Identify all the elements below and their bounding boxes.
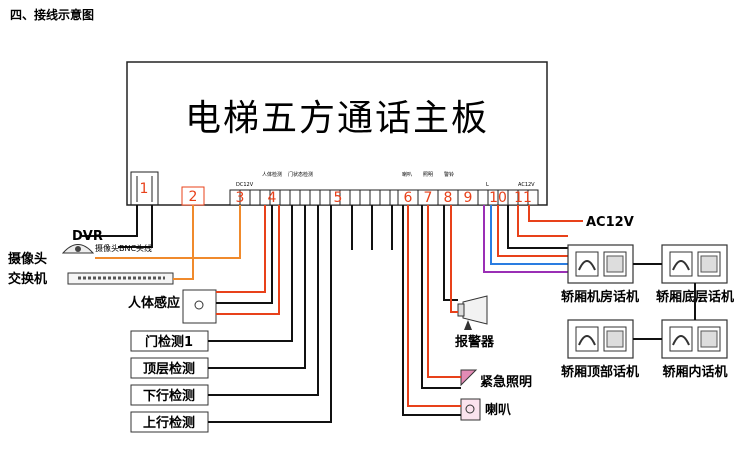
terminal-10-number: 10 [489, 190, 507, 206]
alarm-icon [457, 295, 488, 330]
terminal-11-label: AC12V [518, 182, 535, 188]
svg-text:顶层检测: 顶层检测 [143, 361, 195, 377]
up-detect: 上行检测 [130, 411, 209, 433]
speaker-icon [460, 398, 481, 421]
terminal-4-label: 人体检测 [262, 171, 282, 178]
terminal-7-number: 7 [424, 190, 433, 206]
terminal-8-number: 8 [444, 190, 453, 206]
terminal-7-label: 照明 [423, 172, 433, 178]
sensor-wire-3 [216, 205, 280, 315]
dvr-wire [82, 205, 138, 237]
light-wire-1 [427, 205, 461, 378]
terminal-number: 1 [140, 181, 149, 197]
svg-text:上行检测: 上行检测 [143, 415, 195, 431]
network-wire [173, 205, 194, 280]
terminal-9-number: 9 [464, 190, 473, 206]
terminal-5-label: 门状态检测 [288, 171, 313, 178]
door-detect-1: 门检测1 [130, 330, 209, 352]
ac12v-label: AC12V [586, 215, 634, 230]
dvr-label: DVR [72, 229, 103, 244]
terminal-block-a: 3 4 5 DC12V 人体检测 门状态检测 [229, 171, 401, 206]
alarm-wire-2 [450, 205, 458, 313]
svg-text:下行检测: 下行检测 [143, 388, 195, 404]
sensor-wire-2 [216, 205, 273, 304]
emergency-light-label: 紧急照明 [480, 374, 532, 390]
terminal-6-number: 6 [404, 190, 413, 206]
phone-inside [661, 319, 728, 359]
speaker-label: 喇叭 [485, 402, 511, 418]
human-sensor-label: 人体感应 [128, 295, 180, 311]
up-wire [208, 205, 332, 423]
speaker-wire-2 [402, 205, 461, 416]
phone-top [567, 319, 634, 359]
sensor-wire-1 [216, 205, 266, 293]
ac12v-wire [528, 205, 583, 222]
top-floor-detect: 顶层检测 [130, 357, 209, 379]
phone-bottom [661, 244, 728, 284]
section-heading: 四、接线示意图 [10, 7, 94, 22]
terminal-8-label: 警铃 [444, 171, 454, 178]
top-floor-wire [208, 205, 306, 369]
switch-icon [67, 272, 174, 285]
alarm-label: 报警器 [455, 334, 495, 350]
sensor-lens [194, 300, 204, 310]
light-wire-2 [421, 205, 461, 389]
terminal-3-label: DC12V [236, 182, 254, 188]
terminal-4-number: 4 [268, 190, 277, 206]
down-detect: 下行检测 [130, 384, 209, 406]
terminal-2: 2 [181, 186, 205, 206]
phone-machine-room [567, 244, 634, 284]
speaker-wire-1 [407, 205, 461, 407]
terminal-5-number: 5 [334, 190, 343, 206]
terminal-1: 1 [130, 171, 159, 206]
bnc-wire [118, 205, 153, 248]
phone-wire-red-2 [497, 205, 568, 257]
down-wire [208, 205, 319, 396]
svg-text:门检测1: 门检测1 [145, 334, 193, 350]
emergency-light-icon [460, 369, 478, 387]
terminal-block-b: 6 7 8 9 10 11 喇叭 照明 警铃 L AC12V [397, 171, 539, 206]
human-sensor-icon [182, 289, 217, 324]
phone-top-label: 轿厢顶部话机 [561, 364, 639, 380]
phone-wire-blue [490, 205, 568, 265]
phone-wire-purple [483, 205, 568, 273]
bnc-label: 摄像头BNC头线 [95, 243, 152, 253]
terminal-3-number: 3 [236, 190, 245, 206]
alarm-wire-1 [443, 205, 458, 301]
terminal-11-number: 11 [514, 190, 532, 206]
phone-wire-black [507, 205, 568, 249]
switch-label: 交换机 [8, 271, 47, 287]
terminal-10-label: L [486, 182, 489, 188]
camera-icon [61, 244, 95, 254]
main-board [126, 61, 548, 206]
board-title: 电梯五方通话主板 [185, 98, 489, 139]
camera-power-wire [95, 205, 241, 259]
terminal-number: 2 [189, 189, 198, 205]
phone-inside-label: 轿厢内话机 [662, 364, 727, 380]
door1-wire [208, 205, 293, 342]
terminal-6-label: 喇叭 [402, 171, 412, 178]
phone-machine-room-label: 轿厢机房话机 [561, 289, 639, 305]
phone-wire-red-1 [517, 205, 568, 237]
camera-label: 摄像头 [8, 251, 47, 267]
